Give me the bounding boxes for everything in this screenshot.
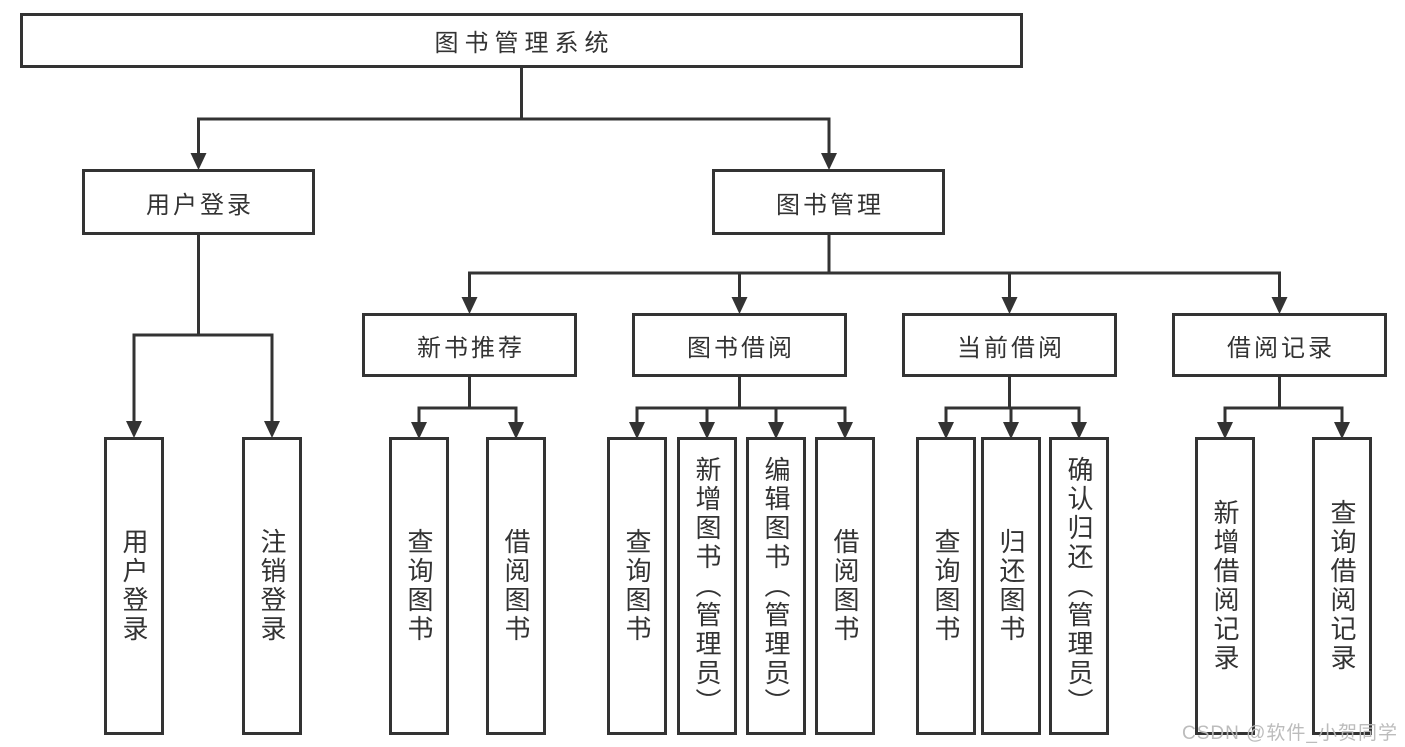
node-book-borrowing: 图书借阅 [632, 313, 847, 377]
node-book-management: 图书管理 [712, 169, 945, 235]
node-new-book-recommendation: 新书推荐 [362, 313, 577, 377]
leaf-query-books: 查询图书 [916, 437, 976, 735]
connector-current-to-leaves [938, 377, 1087, 439]
node-borrowing-records: 借阅记录 [1172, 313, 1387, 377]
connector-login-to-leaves [126, 235, 280, 438]
leaf-query-books: 查询图书 [389, 437, 449, 735]
leaf-logout: 注销登录 [242, 437, 302, 735]
leaf-add-borrow-record: 新增借阅记录 [1195, 437, 1255, 735]
connector-mgmt-to-level3 [461, 235, 1288, 314]
leaf-borrow-books: 借阅图书 [486, 437, 546, 735]
csdn-watermark: CSDN @软件_小贺同学 [1182, 723, 1398, 744]
leaf-user-login: 用户登录 [104, 437, 164, 735]
connector-borrow-to-leaves [629, 377, 853, 439]
node-library-management-system: 图书管理系统 [20, 13, 1023, 68]
node-current-borrowing: 当前借阅 [902, 313, 1117, 377]
connector-root-to-level2 [190, 68, 837, 170]
connector-records-to-leaves [1217, 377, 1350, 439]
leaf-query-books: 查询图书 [607, 437, 667, 735]
leaf-query-borrow-record: 查询借阅记录 [1312, 437, 1372, 735]
leaf-add-books-admin: 新增图书（管理员） [677, 437, 737, 735]
leaf-return-books: 归还图书 [981, 437, 1041, 735]
connector-newbook-to-leaves [411, 377, 524, 439]
leaf-borrow-books: 借阅图书 [815, 437, 875, 735]
leaf-edit-books-admin: 编辑图书（管理员） [746, 437, 806, 735]
leaf-confirm-return-admin: 确认归还（管理员） [1049, 437, 1109, 735]
node-user-login: 用户登录 [82, 169, 315, 235]
